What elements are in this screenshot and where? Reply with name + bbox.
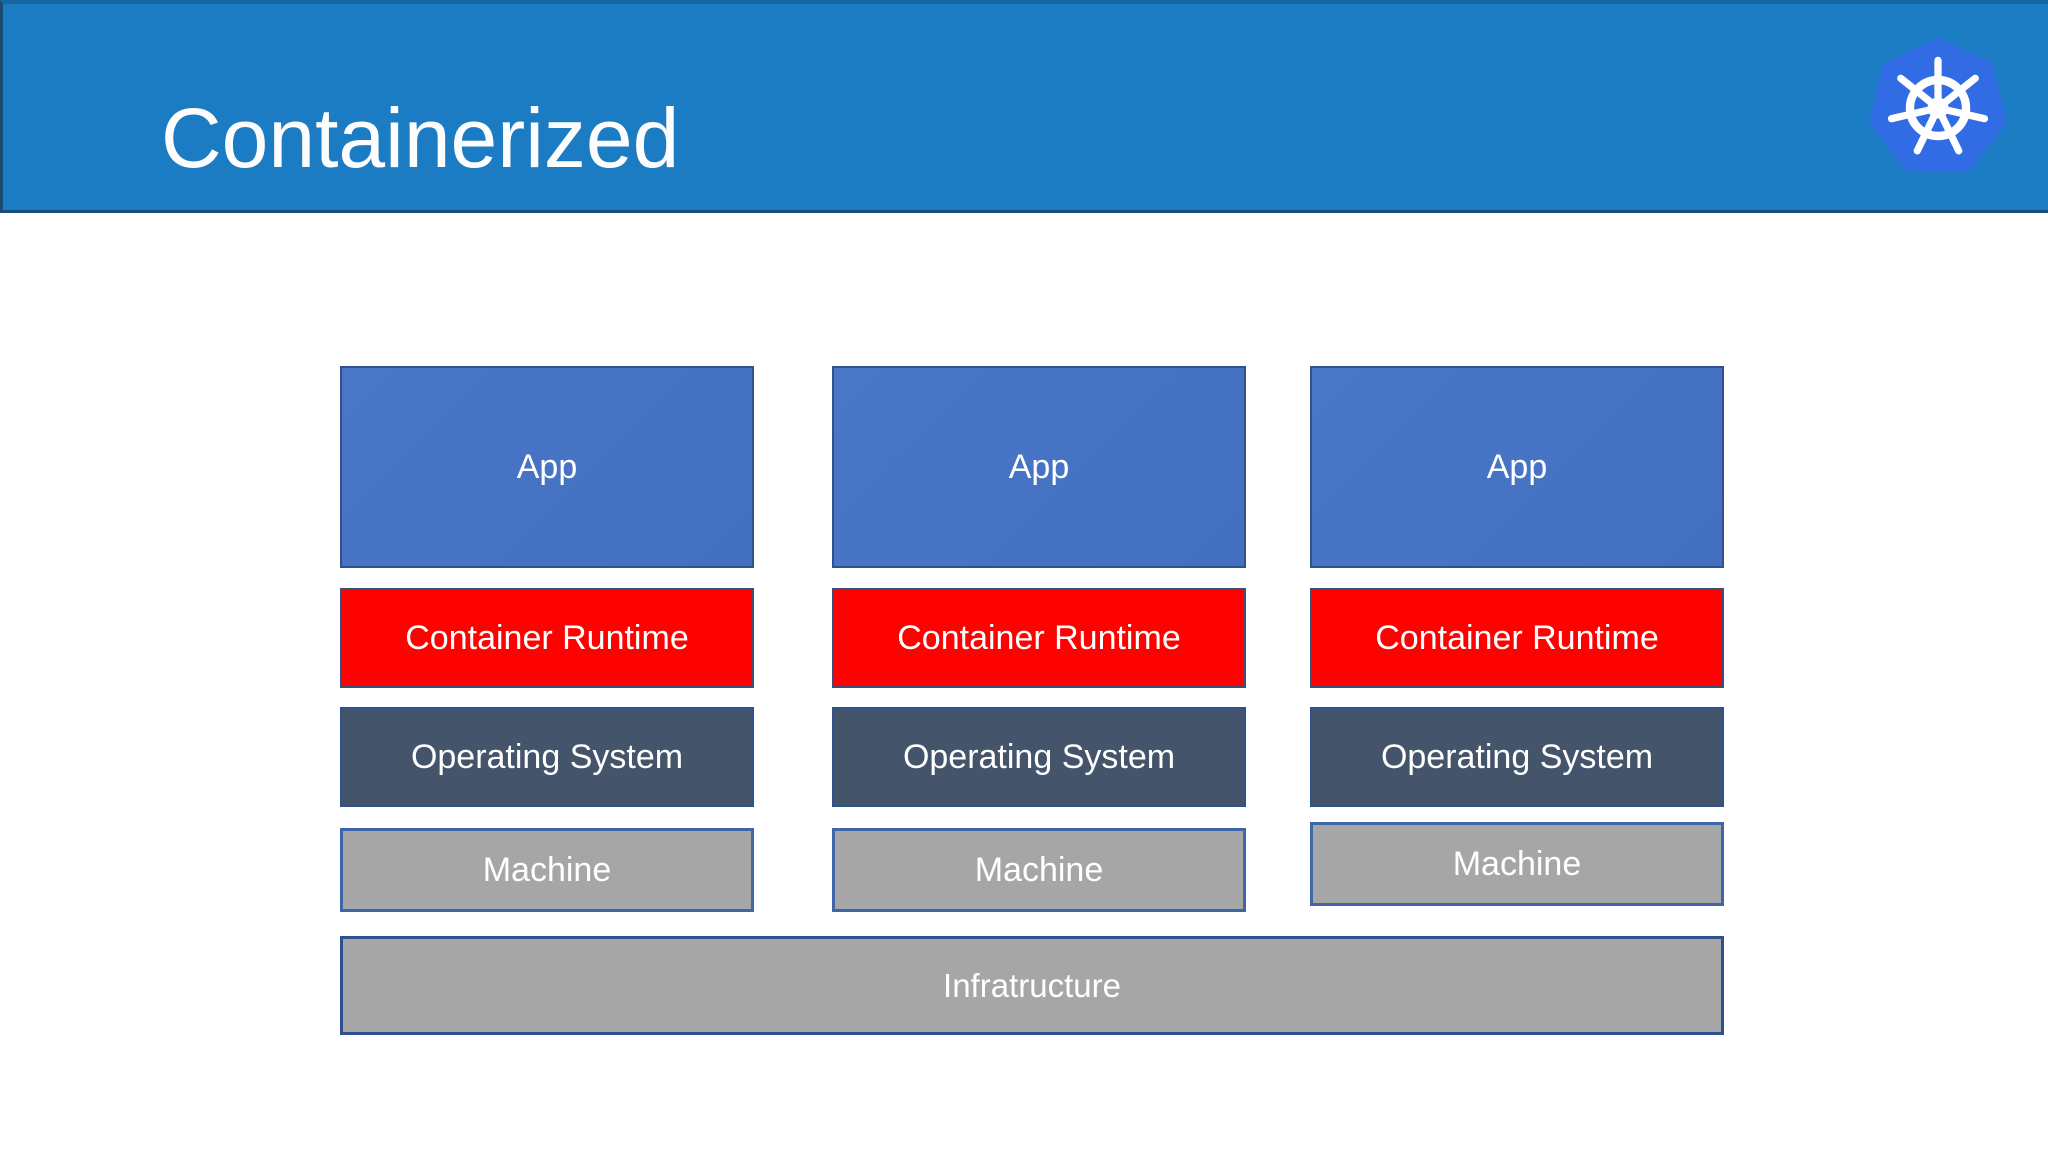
slide-header: Containerized: [0, 0, 2048, 213]
app-box: App: [340, 366, 754, 568]
slide-title: Containerized: [161, 91, 680, 185]
operating-system-label: Operating System: [1380, 737, 1654, 776]
stack-column-1: App Container Runtime Operating System M…: [340, 366, 754, 926]
operating-system-box: Operating System: [832, 707, 1246, 807]
machine-box: Machine: [832, 828, 1246, 912]
machine-box: Machine: [340, 828, 754, 912]
container-runtime-label: Container Runtime: [897, 618, 1181, 657]
stack-column-3: App Container Runtime Operating System M…: [1310, 366, 1724, 926]
kubernetes-helm-icon: [1869, 37, 2007, 172]
operating-system-box: Operating System: [340, 707, 754, 807]
infrastructure-box: Infratructure: [340, 936, 1724, 1035]
container-runtime-box: Container Runtime: [340, 588, 754, 688]
kubernetes-logo: [1868, 34, 2008, 182]
app-label: App: [1486, 447, 1548, 486]
app-label: App: [516, 447, 578, 486]
stack-column-2: App Container Runtime Operating System M…: [832, 366, 1246, 926]
container-runtime-box: Container Runtime: [1310, 588, 1724, 688]
machine-label: Machine: [974, 850, 1104, 889]
app-box: App: [832, 366, 1246, 568]
machine-label: Machine: [482, 850, 612, 889]
machine-label: Machine: [1452, 844, 1582, 883]
infrastructure-label: Infratructure: [943, 966, 1121, 1004]
machine-box: Machine: [1310, 822, 1724, 906]
container-runtime-label: Container Runtime: [405, 618, 689, 657]
container-runtime-box: Container Runtime: [832, 588, 1246, 688]
app-box: App: [1310, 366, 1724, 568]
operating-system-label: Operating System: [410, 737, 684, 776]
operating-system-label: Operating System: [902, 737, 1176, 776]
container-runtime-label: Container Runtime: [1375, 618, 1659, 657]
app-label: App: [1008, 447, 1070, 486]
operating-system-box: Operating System: [1310, 707, 1724, 807]
